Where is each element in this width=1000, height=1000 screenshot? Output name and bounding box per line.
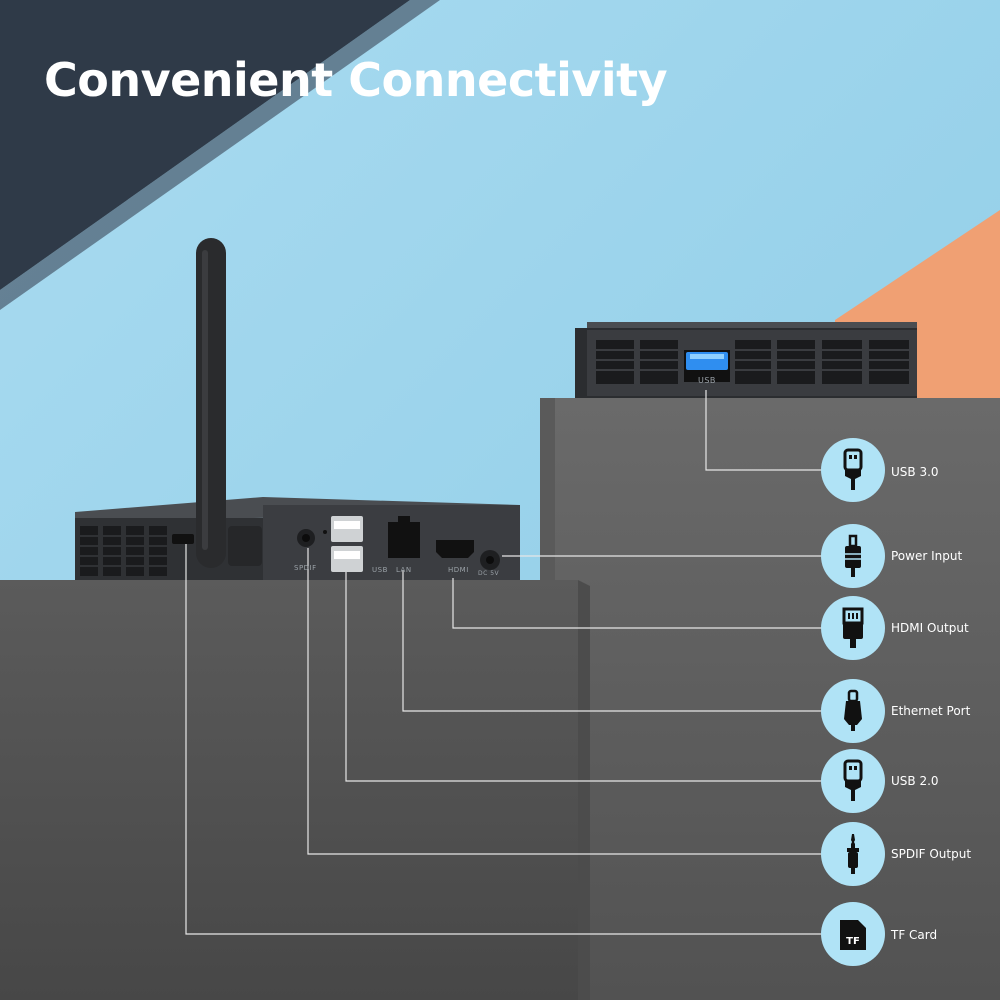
- callout-tf: TF: [821, 902, 885, 966]
- right-pedestal: [540, 398, 1000, 1000]
- callout-hdmi: [821, 596, 885, 660]
- callout-label-usb2: USB 2.0: [891, 774, 939, 788]
- callout-label-power: Power Input: [891, 549, 963, 563]
- dc-label: DC 5V: [478, 570, 500, 577]
- antenna: [196, 238, 226, 568]
- top-usb-label: USB: [698, 376, 716, 385]
- leader-lines: [185, 390, 822, 935]
- callout-usb2: [821, 749, 885, 813]
- hdmi-label: HDMI: [448, 566, 469, 574]
- usb-label: USB: [372, 566, 388, 574]
- callout-ethernet: [821, 679, 885, 743]
- callout-power: [821, 524, 885, 588]
- callout-label-tf: TF Card: [891, 928, 938, 942]
- main-device: [75, 238, 520, 580]
- callout-label-hdmi: HDMI Output: [891, 621, 969, 635]
- top-device: [575, 322, 917, 398]
- callout-label-spdif: SPDIF Output: [891, 847, 972, 861]
- audio-jack-icon: [847, 834, 859, 874]
- tf-card-icon: TF: [840, 920, 866, 950]
- hdmi-port: [436, 540, 474, 558]
- tf-slot: [172, 534, 194, 544]
- spdif-label: SPDIF: [294, 564, 317, 572]
- callout-spdif: [821, 822, 885, 886]
- lan-label: LAN: [396, 566, 412, 574]
- usb-plug-icon: [843, 759, 863, 801]
- power-plug-icon: [845, 534, 861, 577]
- left-pedestal: [0, 580, 578, 1000]
- callout-label-ethernet: Ethernet Port: [891, 704, 971, 718]
- page-title: Convenient Connectivity: [44, 53, 668, 107]
- tf-card-text: TF: [846, 936, 860, 947]
- usb-plug-icon: [843, 448, 863, 490]
- callout-label-usb3: USB 3.0: [891, 465, 939, 479]
- callout-usb3: [821, 438, 885, 502]
- ethernet-port: [388, 522, 420, 558]
- hdmi-plug-icon: [842, 607, 864, 648]
- ethernet-plug-icon: [844, 689, 862, 731]
